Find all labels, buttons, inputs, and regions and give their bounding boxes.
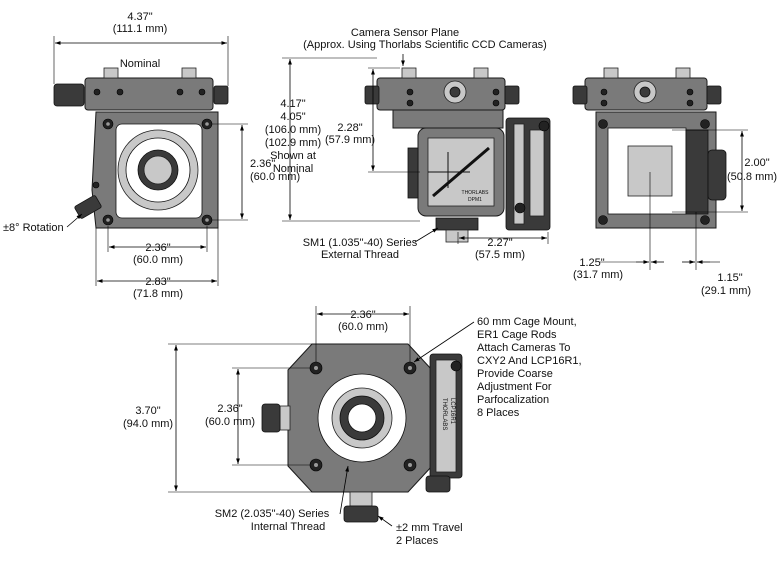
sensor-plane-title: Camera Sensor Plane: [351, 27, 459, 39]
side-h1-mm: (106.0 mm): [265, 124, 321, 136]
front-hcage-in: 2.36": [145, 242, 170, 254]
side-sm1-line1: SM1 (1.035"-40) Series: [303, 237, 418, 249]
bottom-height-mm: (94.0 mm): [123, 418, 173, 430]
front-width-mm: (111.1 mm): [113, 23, 168, 35]
front-base-mm: (71.8 mm): [133, 288, 183, 300]
side-h2-mm: (102.9 mm): [265, 137, 321, 149]
side-depth-mm: (57.5 mm): [475, 249, 525, 261]
front-width-in: 4.37": [127, 11, 152, 23]
side-h-note2: Nominal: [273, 163, 313, 175]
bottom-travel-line1: ±2 mm Travel: [396, 522, 463, 534]
side-model: DPM1: [468, 197, 482, 203]
side-depth-in: 2.27": [487, 237, 512, 249]
side-h-note1: Shown at: [270, 150, 316, 162]
rear-off2-in: 1.15": [717, 272, 742, 284]
side-sm1-line2: External Thread: [321, 249, 399, 261]
rear-h-in: 2.00": [744, 157, 769, 169]
bottom-height-in: 3.70": [135, 405, 160, 417]
rear-off1-mm: (31.7 mm): [573, 269, 623, 281]
rear-off1-in: 1.25": [579, 257, 604, 269]
front-cage-mm: (60.0 mm): [250, 171, 300, 183]
cage-note-line-8: 8 Places: [477, 407, 520, 419]
side-h1: 4.17": [280, 98, 305, 110]
front-rotation-label: ±8° Rotation: [3, 222, 64, 234]
bottom-top-in: 2.36": [350, 309, 375, 321]
rear-view: 2.00" (50.8 mm) 1.25" (31.7 mm) 1.15" (2…: [572, 67, 777, 297]
sensor-plane-sub: (Approx. Using Thorlabs Scientific CCD C…: [303, 39, 547, 51]
bottom-top-mm: (60.0 mm): [338, 321, 388, 333]
side-brand: THORLABS: [462, 190, 490, 196]
cage-note-line-7: Parfocalization: [477, 394, 549, 406]
cage-note-line-4: CXY2 And LCP16R1,: [477, 355, 582, 367]
bottom-model: LCP16R1: [449, 398, 455, 425]
side-sensor-mm: (57.9 mm): [325, 134, 375, 146]
bottom-sm2-line2: Internal Thread: [251, 521, 325, 533]
cage-note-line-3: Attach Cameras To: [477, 342, 570, 354]
side-h2: 4.05": [280, 111, 305, 123]
front-cage-in: 2.36": [250, 158, 275, 170]
cage-note-line-2: ER1 Cage Rods: [477, 329, 557, 341]
front-base-in: 2.83": [145, 276, 170, 288]
bottom-cage-mm: (60.0 mm): [205, 416, 255, 428]
cage-note-line-1: 60 mm Cage Mount,: [477, 316, 577, 328]
front-hcage-mm: (60.0 mm): [133, 254, 183, 266]
cage-note-line-5: Provide Coarse: [477, 368, 553, 380]
side-view: THORLABS DPM1 Camera Sensor Plane (Appro…: [265, 27, 551, 261]
front-width-note: Nominal: [120, 58, 160, 70]
side-sensor-in: 2.28": [337, 122, 362, 134]
rear-off2-mm: (29.1 mm): [701, 285, 751, 297]
bottom-sm2-line1: SM2 (2.035"-40) Series: [215, 508, 330, 520]
front-view: 4.37" (111.1 mm) Nominal 2.36" (60.0 mm)…: [3, 11, 300, 300]
bottom-cage-in: 2.36": [217, 403, 242, 415]
bottom-view: THORLABS LCP16R1 2.36" (60.0 mm) 3.70" (…: [123, 306, 582, 547]
rear-h-mm: (50.8 mm): [727, 171, 777, 183]
bottom-brand: THORLABS: [441, 398, 447, 430]
cage-note-line-6: Adjustment For: [477, 381, 552, 393]
bottom-travel-line2: 2 Places: [396, 535, 439, 547]
